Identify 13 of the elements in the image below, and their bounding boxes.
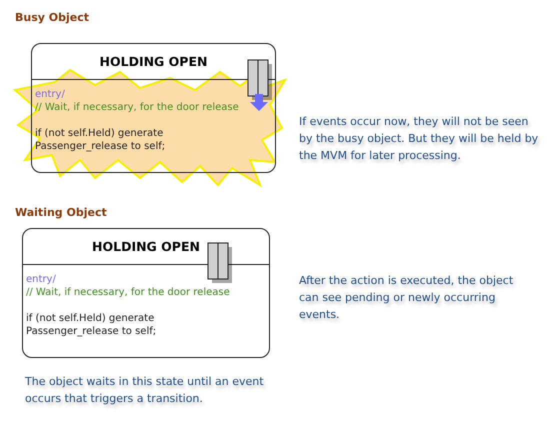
section-heading: Waiting Object bbox=[15, 206, 108, 219]
state-name: HOLDING OPEN bbox=[91, 239, 201, 254]
code-text: entry/ bbox=[26, 273, 56, 286]
annotation-text: If events occur now, they will not be seen by the busy object. But they will be held by the MVM for later processing. bbox=[299, 114, 539, 164]
code-text: // Wait, if necessary, for the door release bbox=[26, 286, 230, 299]
state-name: HOLDING OPEN bbox=[98, 54, 208, 69]
section-heading: Busy Object bbox=[15, 11, 90, 24]
annotation-text: After the action is executed, the object can see pending or newly occurring events. bbox=[299, 273, 514, 323]
code-text: if (not self.Held) generate Passenger_release to self; bbox=[35, 127, 166, 153]
code-text: entry/ bbox=[35, 88, 65, 101]
code-text: // Wait, if necessary, for the door release bbox=[35, 101, 239, 114]
code-text: if (not self.Held) generate Passenger_release to self; bbox=[26, 312, 158, 338]
annotation-text: The object waits in this state until an event occurs that triggers a transition. bbox=[25, 374, 265, 407]
